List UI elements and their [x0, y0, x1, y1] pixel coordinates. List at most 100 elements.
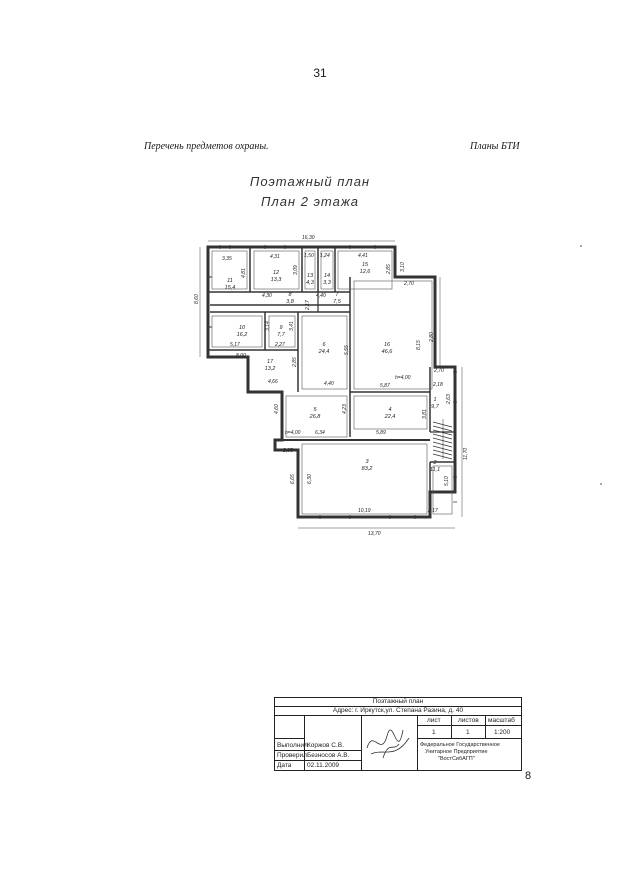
stamp-row-date-value: 02.11.2009	[307, 762, 340, 769]
dim-room17-height: 2,85	[292, 357, 298, 368]
stamp-org-line3: "ВостСибАГП"	[438, 756, 475, 762]
room-6-number: 6	[322, 342, 326, 348]
dim-room13-width: 1,50	[304, 253, 314, 259]
dim-room2-width: 2,17	[427, 508, 438, 514]
room-1-number: 1	[433, 397, 436, 403]
dim-room12-width: 4,31	[270, 254, 280, 260]
stamp-address: Адрес: г. Иркутск,ул. Степана Разина, д.…	[275, 707, 521, 716]
room-4-number: 4	[388, 407, 391, 413]
room-7-number: 7	[335, 292, 339, 298]
dim-room5-width: 6,34	[315, 430, 325, 436]
room-16-number: 16	[384, 342, 391, 348]
room-14-number: 14	[324, 273, 330, 279]
corner-mark: 8	[525, 770, 532, 782]
dim-room17-offset: 8,00	[236, 353, 246, 359]
room-5-area: 26,8	[309, 414, 322, 420]
dim-right-total: 11,70	[463, 448, 469, 460]
page-number: 31	[313, 66, 327, 80]
dim-room9-width: 2,27	[274, 342, 285, 348]
room-10-area: 16,2	[237, 332, 248, 338]
plan-subtitle: План 2 этажа	[260, 194, 360, 209]
dim-right-offset: 2,70	[403, 281, 414, 287]
dim-room15-width: 4,41	[358, 253, 368, 259]
room-13-area: 4,3	[306, 280, 315, 286]
dim-room5-outer: 4,60	[274, 404, 280, 414]
dim-room4-width: 5,89	[376, 430, 386, 436]
document-category: Планы БТИ	[470, 141, 520, 152]
room-6-area: 24,4	[318, 349, 330, 355]
dim-right-mid: 2,80	[429, 332, 435, 343]
dim-room16-width: 5,87	[380, 383, 390, 389]
dim-room10-height: 3,14	[265, 321, 271, 331]
staircase	[432, 419, 453, 460]
stamp-row-performed-label: Выполнил	[277, 742, 308, 749]
document-section-title: Перечень предметов охраны.	[144, 141, 269, 152]
dim-bottom: 13,70	[368, 531, 381, 537]
room-11-number: 11	[227, 278, 233, 284]
dim-room6-height: 5,55	[344, 345, 350, 355]
room-17-number: 17	[267, 359, 274, 365]
room-14-area: 3,3	[323, 280, 332, 286]
plan-walls	[206, 245, 457, 519]
dim-right-upper: 3,10	[400, 262, 406, 272]
room-3-number: 3	[365, 459, 369, 465]
dim-right-step: 2,70	[433, 368, 444, 374]
stamp-row-date-label: Дата	[277, 762, 292, 769]
dim-room7-width: 4,40	[316, 293, 326, 299]
room-9-area: 7,7	[277, 332, 286, 338]
dim-room11-height: 4,81	[241, 268, 247, 278]
room-8-number: 8	[288, 292, 292, 298]
stamp-sheets-header: листов	[458, 717, 479, 724]
stamp-sheet-value: 1	[432, 729, 436, 736]
dim-room3-width: 10,19	[358, 508, 371, 514]
dim-room3-height: 6,30	[307, 474, 313, 484]
room-16-area: 46,6	[382, 349, 394, 355]
signature-scribble	[366, 729, 410, 759]
dim-room17-width: 4,66	[268, 379, 278, 385]
room-8-area: 3,8	[286, 299, 295, 305]
room-2-area: 11,1	[430, 467, 440, 473]
dim-left-height: 8,60	[194, 294, 200, 304]
stamp-sheet-header: лист	[427, 717, 441, 724]
room-1-area: 9,7	[431, 404, 440, 410]
room-7-area: 7,5	[333, 299, 342, 305]
room-5-number: 5	[313, 407, 317, 413]
dim-room6-width: 4,40	[324, 381, 334, 387]
room-13-number: 13	[307, 273, 314, 279]
dim-room3-outer: 6,65	[290, 474, 296, 484]
scan-speck	[580, 245, 582, 247]
dim-room12-height: 3,09	[293, 265, 299, 275]
dim-room5-ceiling: h=4,00	[285, 430, 301, 436]
plan-title: Поэтажный план	[249, 174, 371, 189]
dim-room2-height: 5,10	[444, 476, 450, 486]
room-17-area: 13,2	[265, 366, 276, 372]
room-9-number: 9	[279, 325, 282, 331]
room-3-area: 83,2	[362, 466, 373, 472]
stamp-scale-header: масштаб	[488, 717, 515, 724]
stamp-title: Поэтажный план	[275, 698, 521, 707]
room-15-number: 15	[362, 262, 369, 268]
stamp-org-line1: Федеральное Государственное	[420, 742, 500, 748]
title-block: Поэтажный план Адрес: г. Иркутск,ул. Сте…	[274, 697, 522, 771]
stamp-sheets-value: 1	[466, 729, 470, 736]
dim-room15-height: 2,85	[386, 264, 392, 275]
dim-room14-width: 1,24	[320, 253, 330, 259]
scan-speck	[600, 483, 602, 485]
stamp-row-checked-label: Проверил	[277, 752, 307, 759]
dim-room11-width: 3,35	[222, 256, 232, 262]
floor-plan: 11 15,4 12 13,3 13 4,3 14 3,3 15 12,6 8 …	[194, 235, 469, 537]
dim-room16-ceiling: h=4,00	[395, 375, 411, 381]
room-12-number: 12	[273, 270, 279, 276]
dim-room1-height: 2,63	[446, 394, 452, 405]
stamp-row-checked-name: Безносов А.В.	[307, 752, 350, 759]
stamp-row-performed-name: Коржов С.В.	[307, 742, 344, 749]
room-11-area: 15,4	[225, 285, 236, 291]
stamp-scale-value: 1:200	[494, 729, 511, 736]
dim-room10-width: 5,17	[230, 342, 240, 348]
dim-room1-width: 2,18	[432, 382, 443, 388]
room-10-number: 10	[239, 325, 246, 331]
dim-step-2-05: 2,05	[282, 448, 293, 454]
dim-room8-width: 4,30	[262, 293, 272, 299]
dim-room5-height: 4,23	[342, 404, 348, 414]
room-2-number: 2	[432, 460, 436, 466]
